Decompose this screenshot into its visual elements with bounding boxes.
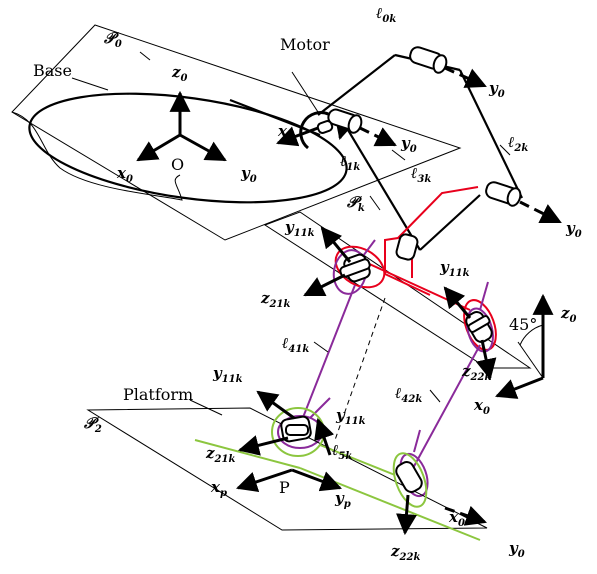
pk-axes xyxy=(303,226,497,381)
z0-side-label: z0 xyxy=(560,304,577,325)
y11k-right-label: y11k xyxy=(439,258,470,279)
y11k-platform-label: y11k xyxy=(212,364,243,385)
x0-platform-label: x0 xyxy=(448,508,465,529)
x0-motor-label: x0 xyxy=(277,122,294,143)
y0-base-label: y0 xyxy=(240,164,257,185)
base-body xyxy=(11,92,348,204)
base-frame xyxy=(136,90,227,162)
platform-axes xyxy=(236,390,487,536)
point-p-label: P xyxy=(279,478,290,497)
platform-plane xyxy=(86,407,488,531)
l41k-label: ℓ41k xyxy=(282,334,309,355)
plane-p0-label: 𝒫0 xyxy=(103,29,122,50)
y11k-platform-right-label: y11k xyxy=(335,406,366,427)
y0-platform-label: y0 xyxy=(508,539,525,560)
xp-label: xp xyxy=(210,478,227,499)
y0-motor-label: y0 xyxy=(400,134,417,155)
z22k-platform-label: z22k xyxy=(390,542,420,563)
z0-base-label: z0 xyxy=(171,63,188,84)
plane-pk-label: 𝒫k xyxy=(346,193,365,214)
link-l4k xyxy=(277,239,494,498)
y0-right-label: y0 xyxy=(565,219,582,240)
z21k-upper-label: z21k xyxy=(260,289,290,310)
upper-y-axes xyxy=(276,66,562,224)
origin-o-label: O xyxy=(171,155,184,174)
angle-label: 45° xyxy=(509,315,537,334)
l42k-label: ℓ42k xyxy=(395,384,422,405)
link-l5k xyxy=(194,407,481,541)
l1k-label: ℓ1k xyxy=(340,152,360,173)
y0-top-label: y0 xyxy=(488,79,505,100)
platform-joints xyxy=(280,415,423,493)
motor-label: Motor xyxy=(280,35,330,54)
leader-lines xyxy=(71,51,511,416)
l0k-label: ℓ0k xyxy=(376,4,396,25)
l5k-label: ℓ5k xyxy=(332,441,352,462)
yp-label: yp xyxy=(334,489,351,510)
y11k-left-label: y11k xyxy=(284,218,315,239)
center-line xyxy=(334,297,386,441)
upper-joints xyxy=(316,46,522,207)
l2k-label: ℓ2k xyxy=(508,133,528,154)
z22k-upper-label: z22k xyxy=(461,362,491,383)
x0-side-label: x0 xyxy=(473,396,490,417)
base-label: Base xyxy=(33,61,72,80)
x0-base-label: x0 xyxy=(116,164,133,185)
base-plane xyxy=(11,24,462,241)
platform-label: Platform xyxy=(123,385,193,404)
l3k-label: ℓ3k xyxy=(411,164,431,185)
side-frame xyxy=(495,293,554,399)
z21k-platform-label: z21k xyxy=(205,444,235,465)
